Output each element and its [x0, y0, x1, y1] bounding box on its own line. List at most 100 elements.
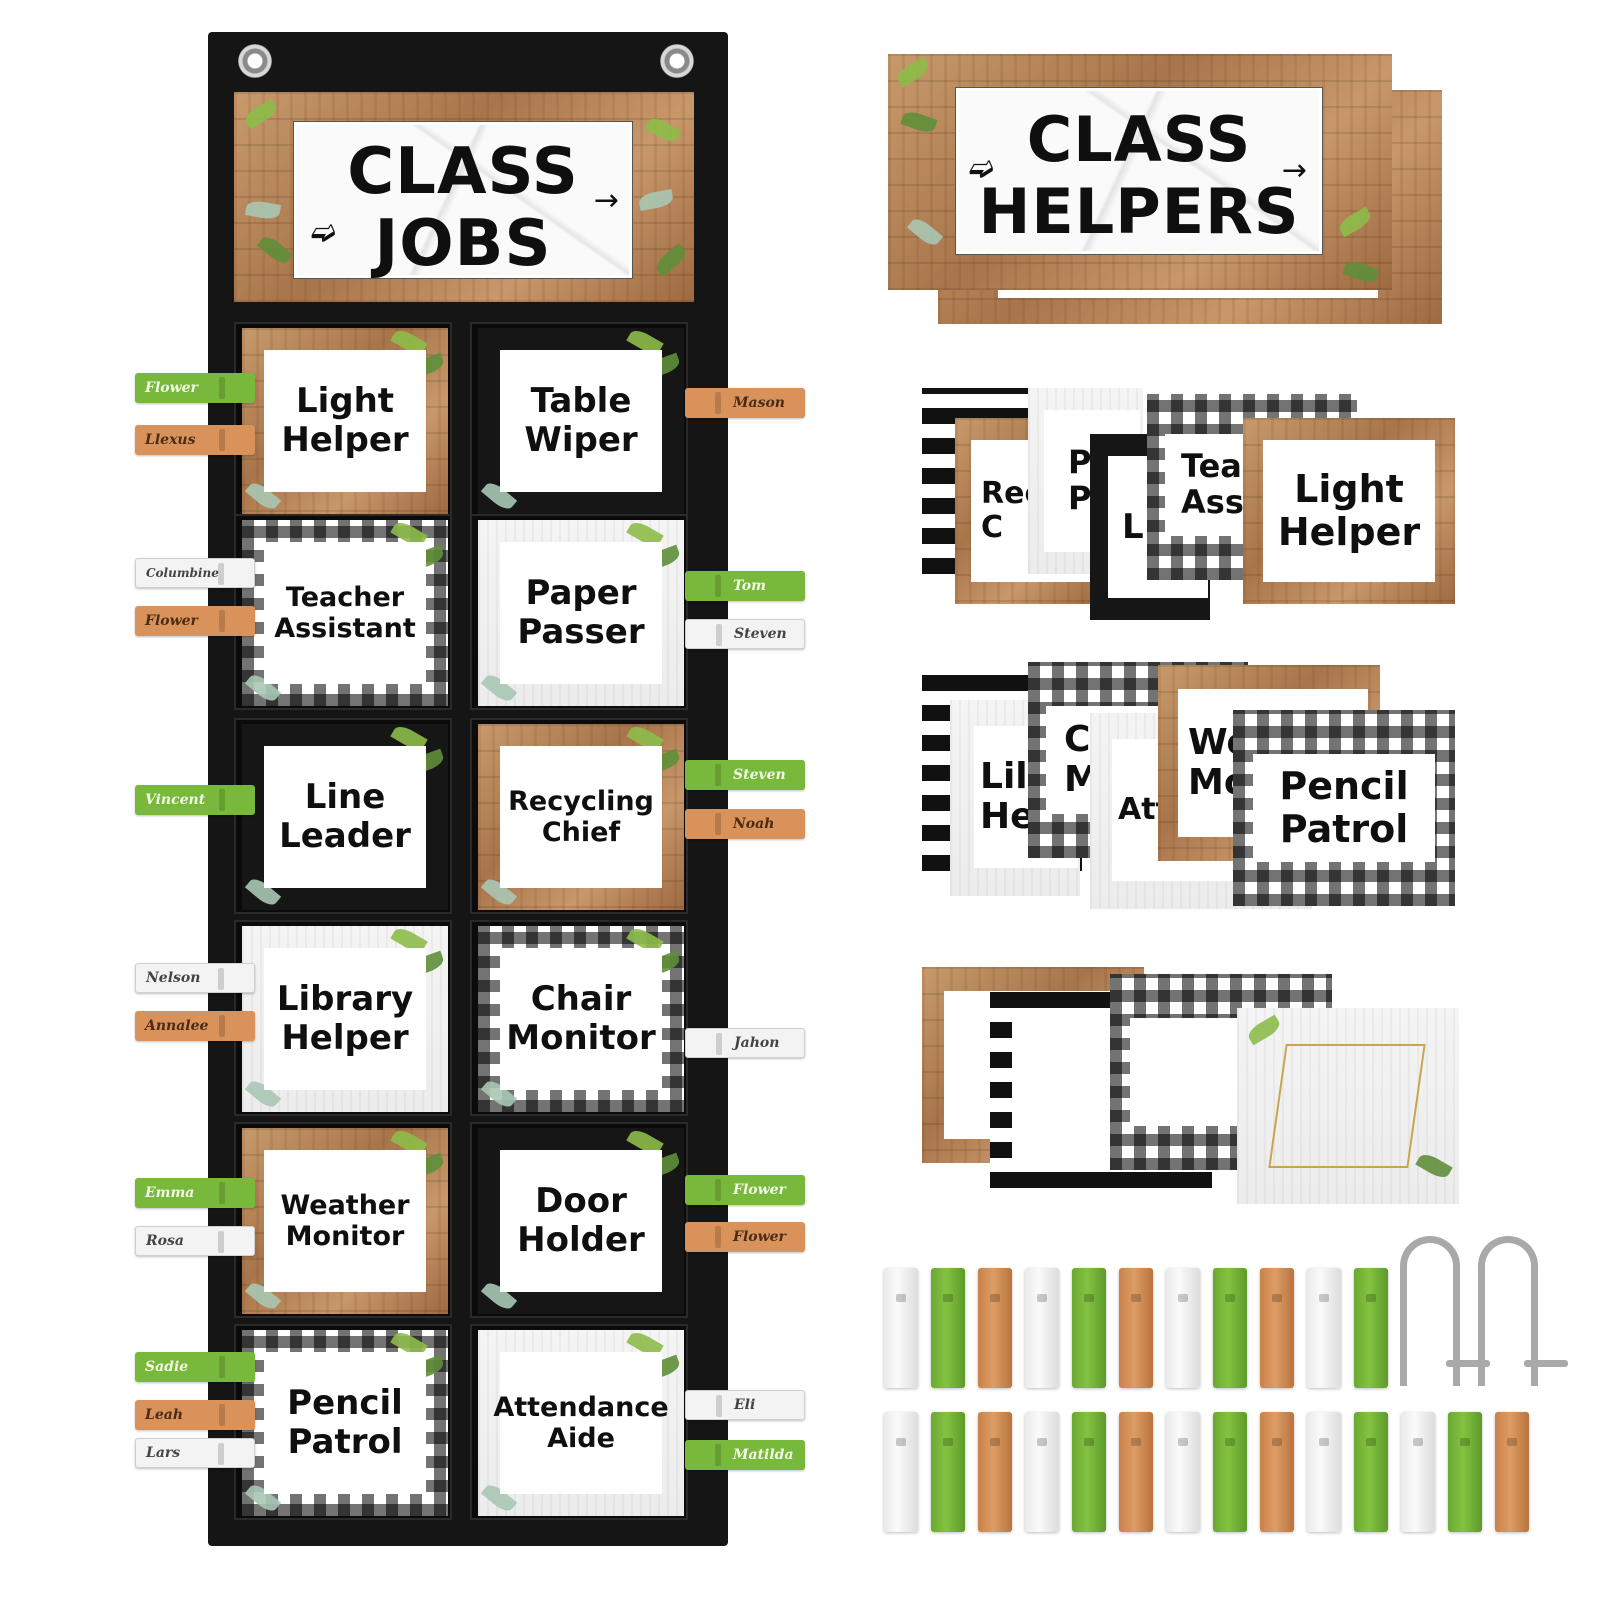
name-pin[interactable]: Nelson	[135, 963, 255, 993]
job-card-light-helper: Light Helper	[1243, 418, 1455, 604]
name-pin[interactable]: Eli	[685, 1390, 805, 1420]
job-card[interactable]: Light Helper	[242, 328, 448, 514]
name-pin[interactable]: Columbine	[135, 558, 255, 588]
clothespin-green	[1354, 1412, 1388, 1532]
job-card-label: Weather Monitor	[280, 1189, 410, 1252]
class-helpers-title-line1: CLASS	[1026, 103, 1252, 176]
job-pocket: Line Leader	[234, 718, 452, 914]
job-card-label-panel: Table Wiper	[500, 350, 662, 492]
name-pin[interactable]: Leah	[135, 1400, 255, 1430]
clothespin-white	[1025, 1412, 1059, 1532]
name-pin[interactable]: Emma	[135, 1178, 255, 1208]
clothespin-green	[931, 1268, 965, 1388]
job-card[interactable]: Recycling Chief	[478, 724, 684, 910]
clothespin-white	[1025, 1268, 1059, 1388]
name-pin[interactable]: Sadie	[135, 1352, 255, 1382]
job-card[interactable]: Door Holder	[478, 1128, 684, 1314]
clothespin-orange	[1495, 1412, 1529, 1532]
job-card[interactable]: Chair Monitor	[478, 926, 684, 1112]
name-pin[interactable]: Noah	[685, 809, 805, 839]
arrow-left-icon: ➫	[311, 215, 337, 250]
clothespin-orange	[1260, 1268, 1294, 1388]
job-card-label-panel: Teacher Assistant	[264, 542, 426, 684]
name-pin[interactable]: Llexus	[135, 425, 255, 455]
name-pin[interactable]: Steven	[685, 760, 805, 790]
job-pocket: Library Helper	[234, 920, 452, 1116]
job-pocket: Recycling Chief	[470, 718, 688, 914]
job-card-label-panel: Recycling Chief	[500, 746, 662, 888]
job-pocket: Chair Monitor	[470, 920, 688, 1116]
name-pin[interactable]: Flower	[685, 1222, 805, 1252]
name-pin[interactable]: Tom	[685, 571, 805, 601]
metal-hook-leg	[1524, 1360, 1568, 1367]
job-card[interactable]: Line Leader	[242, 724, 448, 910]
job-card-label: Library Helper	[276, 978, 414, 1058]
name-pin[interactable]: Vincent	[135, 785, 255, 815]
job-pocket: Weather Monitor	[234, 1122, 452, 1318]
job-card[interactable]: Attendance Aide	[478, 1330, 684, 1516]
job-pocket: Light Helper	[234, 322, 452, 518]
name-pin[interactable]: Mason	[685, 388, 805, 418]
clothespin-white	[1166, 1268, 1200, 1388]
clothespin-green	[1354, 1268, 1388, 1388]
name-pin[interactable]: Flower	[685, 1175, 805, 1205]
grommet-right	[660, 44, 694, 78]
job-card[interactable]: Library Helper	[242, 926, 448, 1112]
arrow-right-icon: →	[1281, 153, 1307, 188]
name-pin[interactable]: Jahon	[685, 1028, 805, 1058]
blank-card	[1237, 1008, 1459, 1204]
job-card[interactable]: Teacher Assistant	[242, 520, 448, 706]
clothespin-green	[931, 1412, 965, 1532]
metal-hook	[1400, 1236, 1460, 1386]
job-card-label: Recycling Chief	[508, 785, 654, 848]
clothespin-white	[884, 1268, 918, 1388]
clothespin-green	[1448, 1412, 1482, 1532]
class-helpers-banner: CLASS HELPERS ➫ →	[888, 54, 1392, 290]
job-card-label: Chair Monitor	[506, 978, 656, 1058]
name-pin[interactable]: Rosa	[135, 1226, 255, 1256]
job-card[interactable]: Paper Passer	[478, 520, 684, 706]
job-card-label: Pencil Patrol	[287, 1382, 403, 1462]
name-pin[interactable]: Annalee	[135, 1011, 255, 1041]
job-card-label: Paper Passer	[517, 572, 645, 652]
clothespin-white	[884, 1412, 918, 1532]
clothespin-green	[1213, 1268, 1247, 1388]
job-pocket: Table Wiper	[470, 322, 688, 518]
job-card[interactable]: Table Wiper	[478, 328, 684, 514]
job-card-pencil-patrol: Pencil Patrol	[1233, 710, 1455, 906]
job-card-label-panel: Attendance Aide	[493, 1352, 669, 1494]
class-helpers-title-panel: CLASS HELPERS ➫ →	[955, 87, 1323, 255]
arrow-left-icon: ➫	[969, 151, 995, 186]
job-card-label-panel: Paper Passer	[500, 542, 662, 684]
job-pocket: Pencil Patrol	[234, 1324, 452, 1520]
job-card-label: Line Leader	[279, 776, 411, 856]
job-pocket: Door Holder	[470, 1122, 688, 1318]
job-card[interactable]: Pencil Patrol	[242, 1330, 448, 1516]
name-pin[interactable]: Steven	[685, 619, 805, 649]
name-pin[interactable]: Matilda	[685, 1440, 805, 1470]
job-card-label-panel: Line Leader	[264, 746, 426, 888]
clothespin-green	[1072, 1412, 1106, 1532]
name-pin[interactable]: Lars	[135, 1438, 255, 1468]
job-card-label: Door Holder	[517, 1180, 645, 1260]
metal-hook-leg	[1446, 1360, 1490, 1367]
clothespin-orange	[1119, 1412, 1153, 1532]
job-card[interactable]: Weather Monitor	[242, 1128, 448, 1314]
clothespin-white	[1307, 1268, 1341, 1388]
job-card-label: Table Wiper	[524, 380, 638, 460]
job-card-label-panel: Library Helper	[264, 948, 426, 1090]
clothespin-orange	[1119, 1268, 1153, 1388]
job-card-label: Teacher Assistant	[274, 581, 416, 644]
clothespin-orange	[978, 1412, 1012, 1532]
name-pin[interactable]: Flower	[135, 373, 255, 403]
class-helpers-title-line2: HELPERS	[978, 175, 1300, 248]
class-jobs-title-panel: CLASS JOBS ➫ →	[293, 121, 633, 281]
arrow-right-icon: →	[593, 183, 619, 218]
job-pocket: Attendance Aide	[470, 1324, 688, 1520]
clothespin-white	[1166, 1412, 1200, 1532]
class-jobs-header-card: CLASS JOBS ➫ →	[234, 92, 694, 302]
job-card-label-panel: Chair Monitor	[500, 948, 662, 1090]
clothespin-orange	[978, 1268, 1012, 1388]
name-pin[interactable]: Flower	[135, 606, 255, 636]
